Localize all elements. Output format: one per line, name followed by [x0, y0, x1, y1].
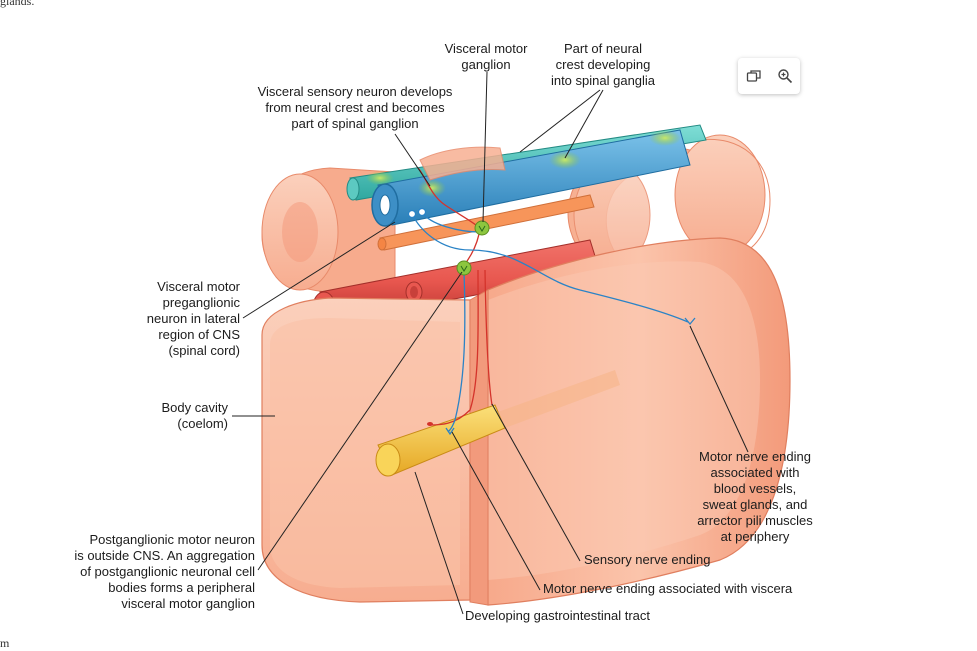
body-wall-left-half	[261, 297, 471, 603]
leader-lines	[232, 71, 749, 615]
label-visceral-motor-ganglion: Visceral motor ganglion	[444, 41, 528, 72]
zoom-in-icon	[777, 69, 792, 84]
label-neural-crest-spinal-ganglia: Part of neural crest developing into spi…	[550, 41, 656, 88]
copy-icon	[746, 70, 761, 82]
label-postganglionic-neuron: Postganglionic motor neuron is outside C…	[74, 532, 255, 611]
label-motor-nerve-ending-periphery: Motor nerve ending associated with blood…	[697, 449, 813, 544]
label-body-cavity: Body cavity (coelom)	[161, 400, 228, 431]
nerve-ending-gut	[427, 422, 455, 436]
body-wall-right-half	[487, 237, 791, 606]
vessel-small-red	[405, 281, 423, 303]
gut-tube	[375, 370, 620, 477]
bottom-edge-fragment: m	[0, 636, 10, 650]
copy-button[interactable]	[742, 64, 766, 88]
label-motor-nerve-ending-viscera: Motor nerve ending associated with visce…	[543, 581, 793, 596]
nerve-ending-periphery	[684, 317, 696, 326]
visceral-motor-ganglion-node	[474, 220, 490, 236]
image-toolbar	[738, 58, 800, 94]
zoom-in-button[interactable]	[773, 64, 797, 88]
spinal-ganglia-glow	[366, 130, 681, 197]
label-sensory-nerve-ending: Sensory nerve ending	[584, 552, 711, 567]
top-edge-fragment: glands.	[0, 0, 35, 8]
somite-ring-middle	[419, 146, 506, 181]
label-preganglionic-neuron: Visceral motor preganglionic neuron in l…	[146, 279, 240, 358]
label-visceral-sensory-neuron: Visceral sensory neuron develops from ne…	[257, 84, 453, 131]
label-developing-gi-tract: Developing gastrointestinal tract	[465, 608, 650, 623]
neural-tube-blue	[371, 129, 691, 227]
peripheral-ganglion-node	[456, 260, 472, 276]
dorsal-mesentery	[469, 289, 489, 606]
